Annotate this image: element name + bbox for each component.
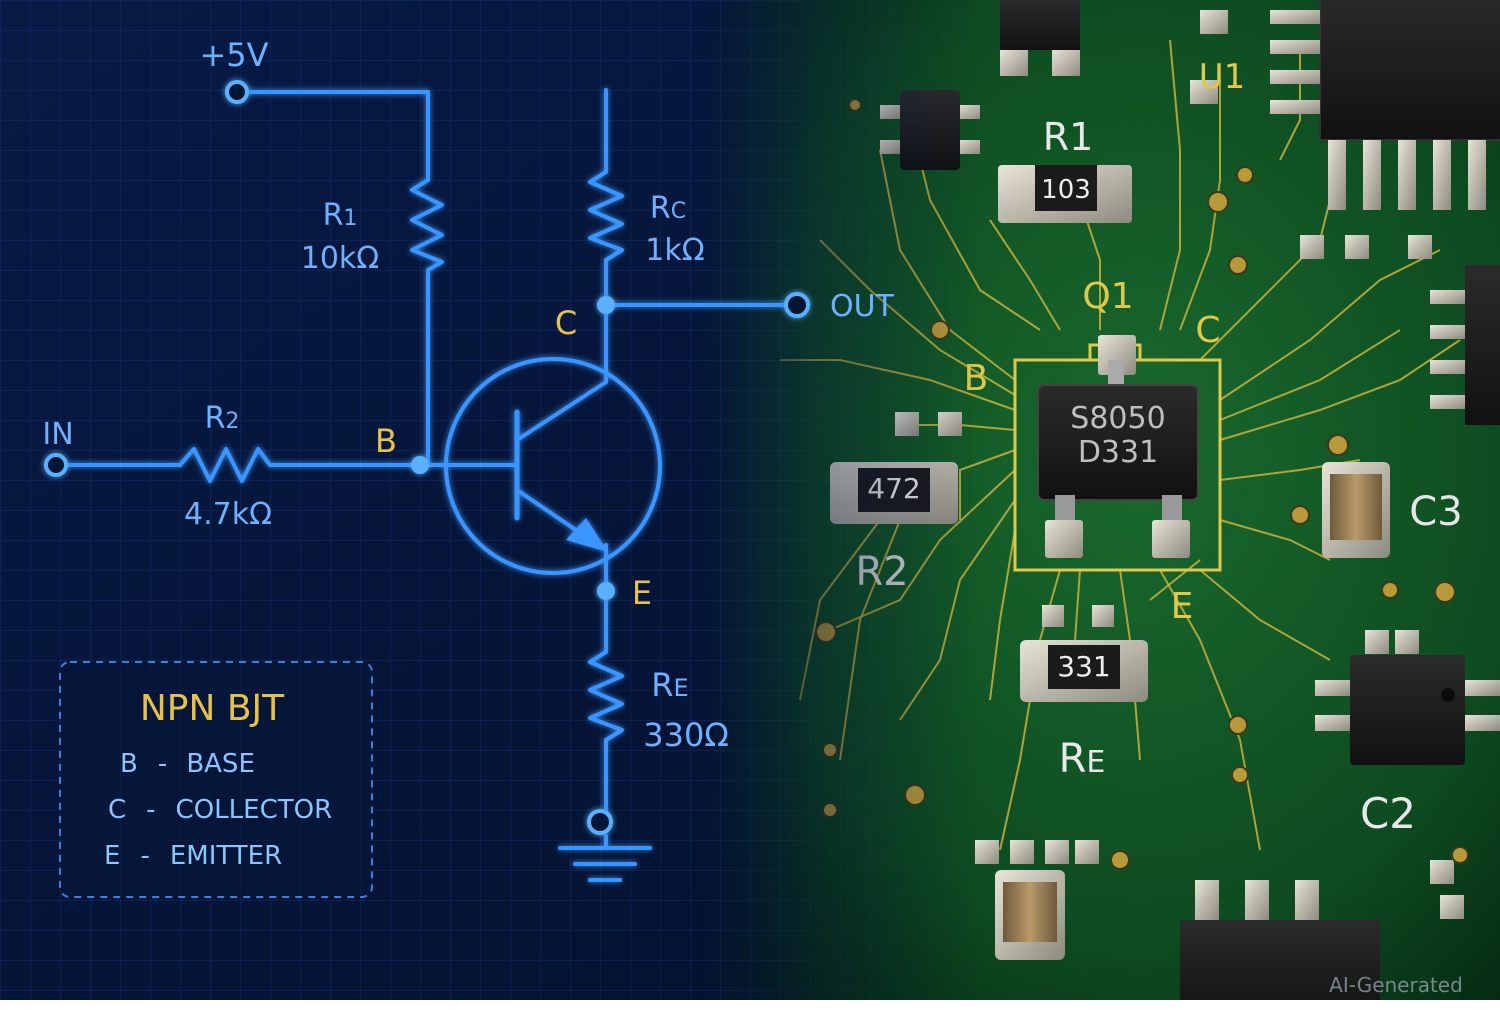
supply-terminal [225, 80, 249, 104]
legend-item-c: C-COLLECTOR [108, 795, 332, 825]
legend-item-e: E-EMITTER [104, 841, 282, 871]
re-value-label: 330Ω [643, 716, 729, 754]
pcb-re-code: 331 [1057, 650, 1110, 683]
top-small-ic [1000, 0, 1080, 76]
pcb-re-label: RE [1059, 736, 1106, 782]
c3-capacitor [1322, 462, 1390, 558]
schematic-wires [64, 88, 787, 882]
schematic-circuit [44, 80, 810, 882]
rc-value-label: 1kΩ [645, 233, 704, 268]
small-pads [895, 10, 1464, 919]
node-e-dot [597, 582, 615, 600]
npn-transistor-symbol [444, 357, 662, 575]
legend-title: NPN BJT [140, 688, 285, 729]
re-name-label: RE [651, 666, 688, 704]
pcb-vias [815, 98, 1469, 870]
re-resistor-symbol [588, 638, 624, 814]
r2-value-label: 4.7kΩ [184, 497, 272, 532]
r1-resistor-symbol [410, 163, 444, 467]
small-ic-upper [880, 90, 980, 170]
pcb-pin-e-label: E [1171, 586, 1194, 627]
node-b-label: B [375, 422, 397, 460]
c2-area-ic [1315, 655, 1500, 765]
watermark: AI-Generated [1329, 973, 1463, 997]
emitter-arrow [566, 518, 608, 552]
bottom-border [0, 1000, 1500, 1013]
pcb-r2-code: 472 [867, 472, 920, 505]
u1-ic-package [1270, 0, 1500, 210]
pcb-pin-c-label: C [1195, 310, 1220, 351]
pcb-c3-label: C3 [1409, 489, 1462, 535]
r1-name-label: R1 [323, 198, 358, 233]
pcb-r2-label: R2 [855, 549, 908, 595]
r2-resistor-symbol [178, 447, 422, 483]
schematic-labels: +5V R1 10kΩ RC 1kΩ OUT C IN R2 4.7kΩ B E… [42, 36, 894, 754]
r1-value-label: 10kΩ [301, 241, 379, 276]
legend-item-b: B-BASE [120, 749, 255, 779]
node-e-label: E [632, 574, 652, 612]
pcb-pin-b-label: B [964, 358, 989, 399]
node-c-dot [597, 296, 615, 314]
pcb-q1-label: Q1 [1082, 276, 1133, 317]
bottom-components [975, 840, 1380, 1013]
r1-smd-resistor [998, 165, 1132, 223]
pcb-chip-line1: S8050 [1070, 401, 1165, 436]
r2-smd-resistor [830, 462, 958, 524]
r2-name-label: R2 [205, 401, 240, 436]
pcb-board: U1 R1 103 Q1 C B S8050 D331 472 R2 E C3 … [700, 0, 1500, 1013]
ground-terminal [587, 809, 613, 835]
supply-label: +5V [199, 36, 268, 74]
q1-transistor-package [1037, 335, 1199, 558]
pcb-c2-label: C2 [1360, 789, 1416, 838]
pcb-chip-line2: D331 [1078, 435, 1158, 470]
pcb-r1-label: R1 [1043, 115, 1094, 159]
pcb-u1-label: U1 [1199, 57, 1246, 97]
node-c-label: C [555, 304, 577, 342]
node-b-dot [411, 456, 429, 474]
input-terminal [44, 453, 68, 477]
rc-name-label: RC [650, 191, 686, 226]
re-smd-resistor [1020, 640, 1148, 702]
output-terminal [784, 292, 810, 318]
legend-box: NPN BJT B-BASE C-COLLECTOR E-EMITTER [59, 661, 373, 898]
rc-resistor-symbol [588, 158, 624, 384]
pcb-r1-code: 103 [1041, 175, 1091, 205]
right-edge-ic [1430, 265, 1500, 425]
input-label: IN [42, 417, 73, 452]
output-label: OUT [830, 289, 895, 324]
